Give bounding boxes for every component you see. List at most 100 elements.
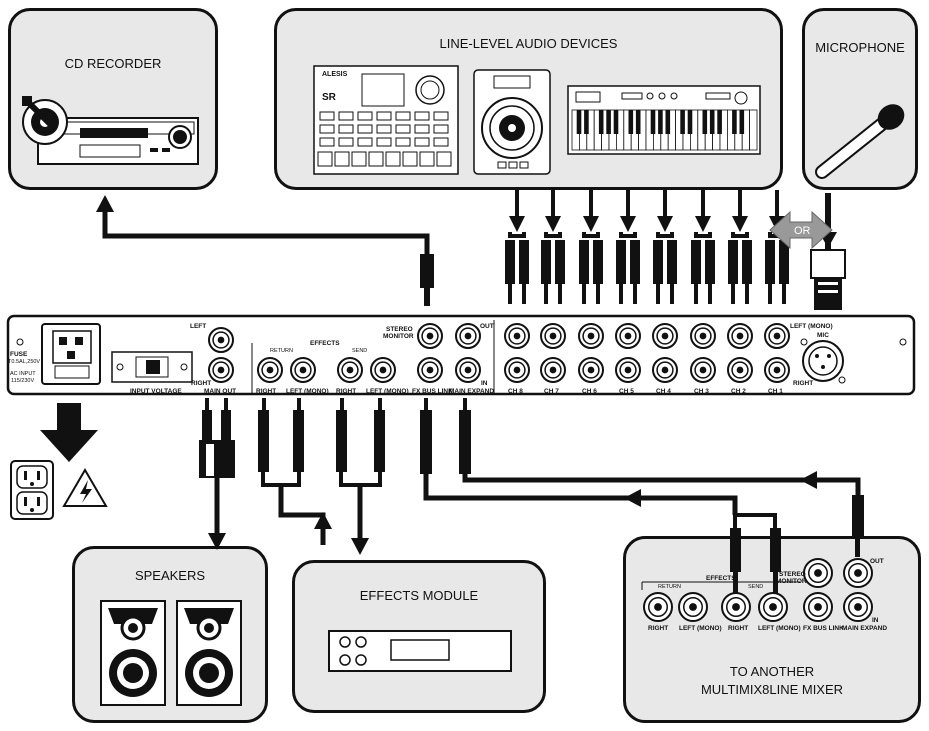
ch6-left-jack [578,323,604,349]
ch5-left-jack [615,323,641,349]
other-return-label: RETURN [658,584,681,590]
main-expand-in-jack [455,357,481,383]
channel-label: CH 7 [544,388,559,395]
ch4-left-jack [652,323,678,349]
another-mixer-label-line1: TO ANOTHER [729,664,815,679]
keyboard-illustration [567,85,761,155]
channel-cable-pair [765,190,789,304]
other-send-right-label: RIGHT [728,625,748,632]
microphone-box: MICROPHONE [802,8,918,190]
arrow-up-to-return [314,512,332,529]
panel-jacks [208,323,790,383]
out-label: OUT [480,323,494,330]
other-send-left-label: LEFT (MONO) [758,625,801,632]
other-mixer-panel [641,581,800,590]
ch5-right-jack [615,357,641,383]
other-mixer-jacks [643,558,873,622]
channel-label: CH 2 [731,388,746,395]
cd-recorder-illustration [22,96,199,165]
ac-input-label: AC INPUT [10,371,36,377]
other-return-left-jack [678,592,708,622]
ch7-left-jack [540,323,566,349]
microphone-illustration [815,104,905,179]
main-right-label: RIGHT [191,380,211,387]
channel-label: CH 5 [619,388,634,395]
cd-recorder-label: CD RECORDER [64,56,162,71]
other-stereo-monitor-jack [803,558,833,588]
other-return-right-label: RIGHT [648,625,668,632]
or-double-arrow [769,210,833,250]
fuse-rating-label: T0.5AL,250V [8,359,40,365]
ac-voltage-label: 115/230V [11,378,34,384]
main-left-label: LEFT [190,323,206,330]
effects-module-illustration [328,630,512,672]
stereo-monitor-jack [417,323,443,349]
channel-cable-pair [505,190,529,304]
other-return-right-jack [643,592,673,622]
arrow-left-fx-bus [624,489,641,507]
send-left-jack [370,357,396,383]
return-right-label: RIGHT [256,388,276,395]
in-label: IN [481,380,488,387]
channel-cable-pair [616,190,640,304]
channel-cable-pair [541,190,565,304]
another-mixer-label-line2: MULTIMIX8LINE MIXER [700,682,844,697]
other-send-left-jack [758,592,788,622]
channel-label: CH 6 [582,388,597,395]
main-expand-label: MAIN EXPAND [449,388,494,395]
warning-high-voltage-icon [62,468,108,507]
arrow-down-to-speakers [208,533,226,550]
ch1-left-jack [764,323,790,349]
ch6-right-jack [578,357,604,383]
power-arrow [40,403,98,462]
stereo-label: STEREO [386,326,413,333]
main-out-cables [199,398,235,550]
line-level-label: LINE-LEVEL AUDIO DEVICES [439,36,618,51]
brand-logo-text: ALESIS [322,71,348,78]
other-in-label: IN [872,617,879,624]
other-out-label: OUT [870,558,884,565]
mic-xlr-plug [810,193,846,310]
speakers-label: SPEAKERS [134,568,206,583]
mixer-rear-panel [6,314,916,396]
ch2-right-jack [727,357,753,383]
other-effects-label: EFFECTS [706,575,736,582]
channel-cable-pair [579,190,603,304]
dj-player-illustration [473,69,551,175]
ch7-right-jack [540,357,566,383]
ch3-left-jack [690,323,716,349]
monitor-label: MONITOR [383,333,414,340]
other-main-expand-label: MAIN EXPAND [842,625,887,632]
ch1-left-label: LEFT (MONO) [790,323,833,330]
ch3-right-jack [690,357,716,383]
fuse-label: FUSE [10,351,28,358]
send-right-label: RIGHT [336,388,356,395]
input-voltage-label: INPUT VOLTAGE [130,388,182,395]
drum-machine-illustration [313,65,459,175]
cable-stereo-monitor-to-cd [102,205,430,258]
other-fx-bus-link-label: FX BUS LINK [803,625,844,632]
main-out-label: MAIN OUT [204,388,236,395]
return-left-label: LEFT (MONO) [286,388,329,395]
ch1-right-jack [764,357,790,383]
arrow-down-to-effects [351,538,369,555]
mic-xlr-input [800,338,846,384]
other-return-left-label: LEFT (MONO) [679,625,722,632]
plug-stereo-monitor [420,254,434,306]
or-label: OR [794,225,811,237]
ch8-right-jack [504,357,530,383]
effects-cables [258,398,385,555]
wall-outlet-icon [10,460,54,520]
channel-label: CH 1 [768,388,783,395]
channel-cable-pair [728,190,752,304]
channel-label: CH 4 [656,388,671,395]
ch2-left-jack [727,323,753,349]
ch1-right-label: RIGHT [793,380,813,387]
microphone-label: MICROPHONE [815,40,905,55]
send-right-jack [337,357,363,383]
other-send-label: SEND [748,584,763,590]
fx-bus-link-jack [417,357,443,383]
channel-input-cables [505,190,789,304]
